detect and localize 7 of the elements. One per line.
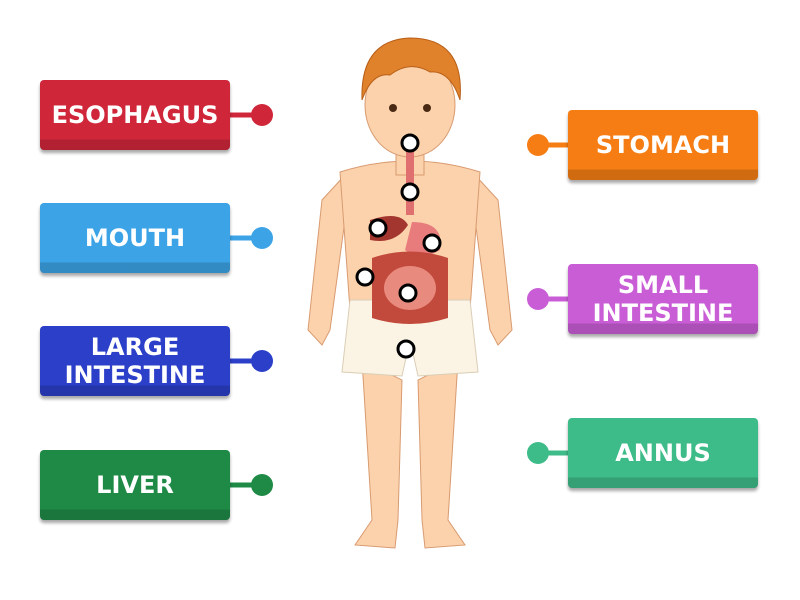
label-tag: STOMACH <box>568 110 758 180</box>
label-tag: LIVER <box>40 450 230 520</box>
label-tag: SMALL INTESTINE <box>568 264 758 334</box>
label-tag: LARGE INTESTINE <box>40 326 230 396</box>
label-tag: MOUTH <box>40 203 230 273</box>
label-tag: ESOPHAGUS <box>40 80 230 150</box>
label-tag: ANNUS <box>568 418 758 488</box>
